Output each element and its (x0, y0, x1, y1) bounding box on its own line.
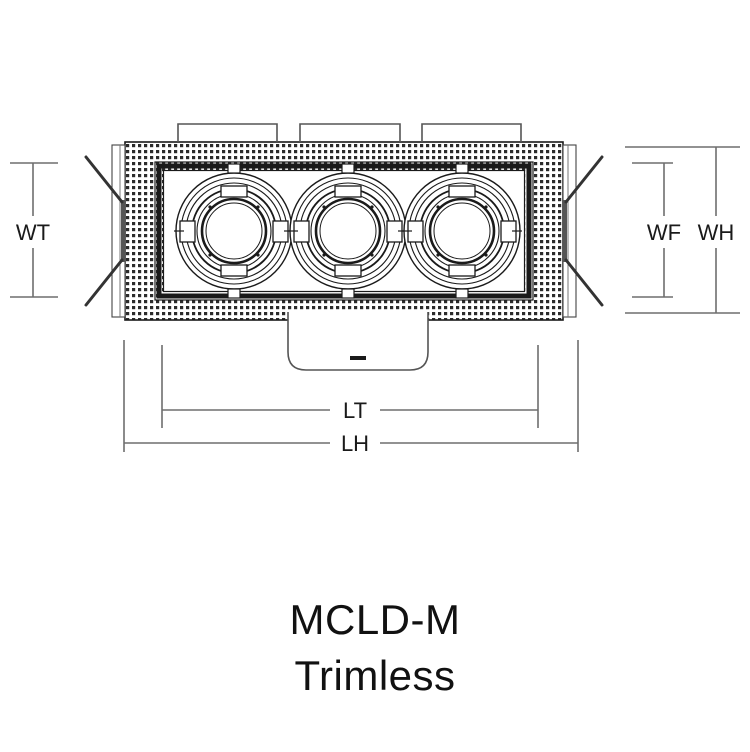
dimension-lh (123, 340, 579, 452)
model-variant: Trimless (294, 651, 456, 699)
lamp-tab-top-3 (448, 185, 476, 198)
hanger-bar-left (84, 155, 124, 307)
lamp-screw-se-1 (256, 253, 260, 257)
lamp-tab-bottom-1 (220, 264, 248, 277)
dimension-wh (625, 146, 740, 314)
dimension-lt (161, 345, 539, 428)
lamp-screw-ne-2 (370, 205, 374, 209)
hanger-bar-left-upper (84, 155, 124, 204)
lamp-screw-nw-2 (322, 205, 326, 209)
lamp-yoke-top-1 (227, 163, 241, 174)
left-plate-edge-band (121, 200, 125, 262)
dimension-label-lh: LH (341, 431, 369, 456)
dimension-label-wt: WT (16, 220, 50, 245)
lamp-aperture-inner-1 (205, 202, 263, 260)
hanger-bar-right (564, 155, 604, 307)
lamp-yoke-top-2 (341, 163, 355, 174)
lamp-head-2 (288, 163, 408, 299)
lamp-screw-se-3 (484, 253, 488, 257)
lamp-tab-top-1 (220, 185, 248, 198)
lamp-yoke-bottom-3 (455, 288, 469, 299)
bracket-3 (421, 123, 522, 142)
lamp-screw-nw-3 (436, 205, 440, 209)
hanger-bar-left-lower (84, 258, 124, 307)
dimension-label-wf: WF (647, 220, 681, 245)
lamp-yoke-top-3 (455, 163, 469, 174)
model-name: MCLD-M (289, 596, 461, 643)
bracket-1 (177, 123, 278, 142)
right-plate-edge-band (563, 200, 567, 262)
mounting-brackets (177, 123, 522, 142)
left-side-plate (111, 144, 126, 318)
lamp-tab-bottom-2 (334, 264, 362, 277)
lamp-yoke-bottom-2 (341, 288, 355, 299)
dimension-wt (10, 162, 58, 298)
hanger-bar-right-upper (564, 155, 604, 204)
lamp-aperture-inner-2 (319, 202, 377, 260)
caption-block: MCLD-M Trimless (0, 592, 750, 704)
bracket-2 (299, 123, 401, 142)
lamp-screw-ne-3 (484, 205, 488, 209)
dimension-wf (632, 162, 673, 298)
junction-box-outline (287, 312, 429, 371)
lamp-screw-se-2 (370, 253, 374, 257)
lamp-yoke-bottom-1 (227, 288, 241, 299)
dimension-label-lt: LT (343, 398, 367, 423)
lamp-screw-nw-1 (208, 205, 212, 209)
lamp-head-3 (402, 163, 522, 299)
lamp-screw-sw-1 (208, 253, 212, 257)
junction-box-knockout (350, 356, 366, 360)
lamp-tab-bottom-3 (448, 264, 476, 277)
lamp-tab-top-2 (334, 185, 362, 198)
hanger-bar-right-lower (564, 258, 604, 307)
junction-box (287, 312, 429, 371)
lamp-head-1 (174, 163, 294, 299)
right-side-plate (562, 144, 577, 318)
lamp-screw-sw-3 (436, 253, 440, 257)
dimension-label-wh: WH (698, 220, 735, 245)
lamp-screw-sw-2 (322, 253, 326, 257)
lamp-screw-ne-1 (256, 205, 260, 209)
inner-frame-outer-line (154, 161, 534, 301)
lamp-aperture-inner-3 (433, 202, 491, 260)
